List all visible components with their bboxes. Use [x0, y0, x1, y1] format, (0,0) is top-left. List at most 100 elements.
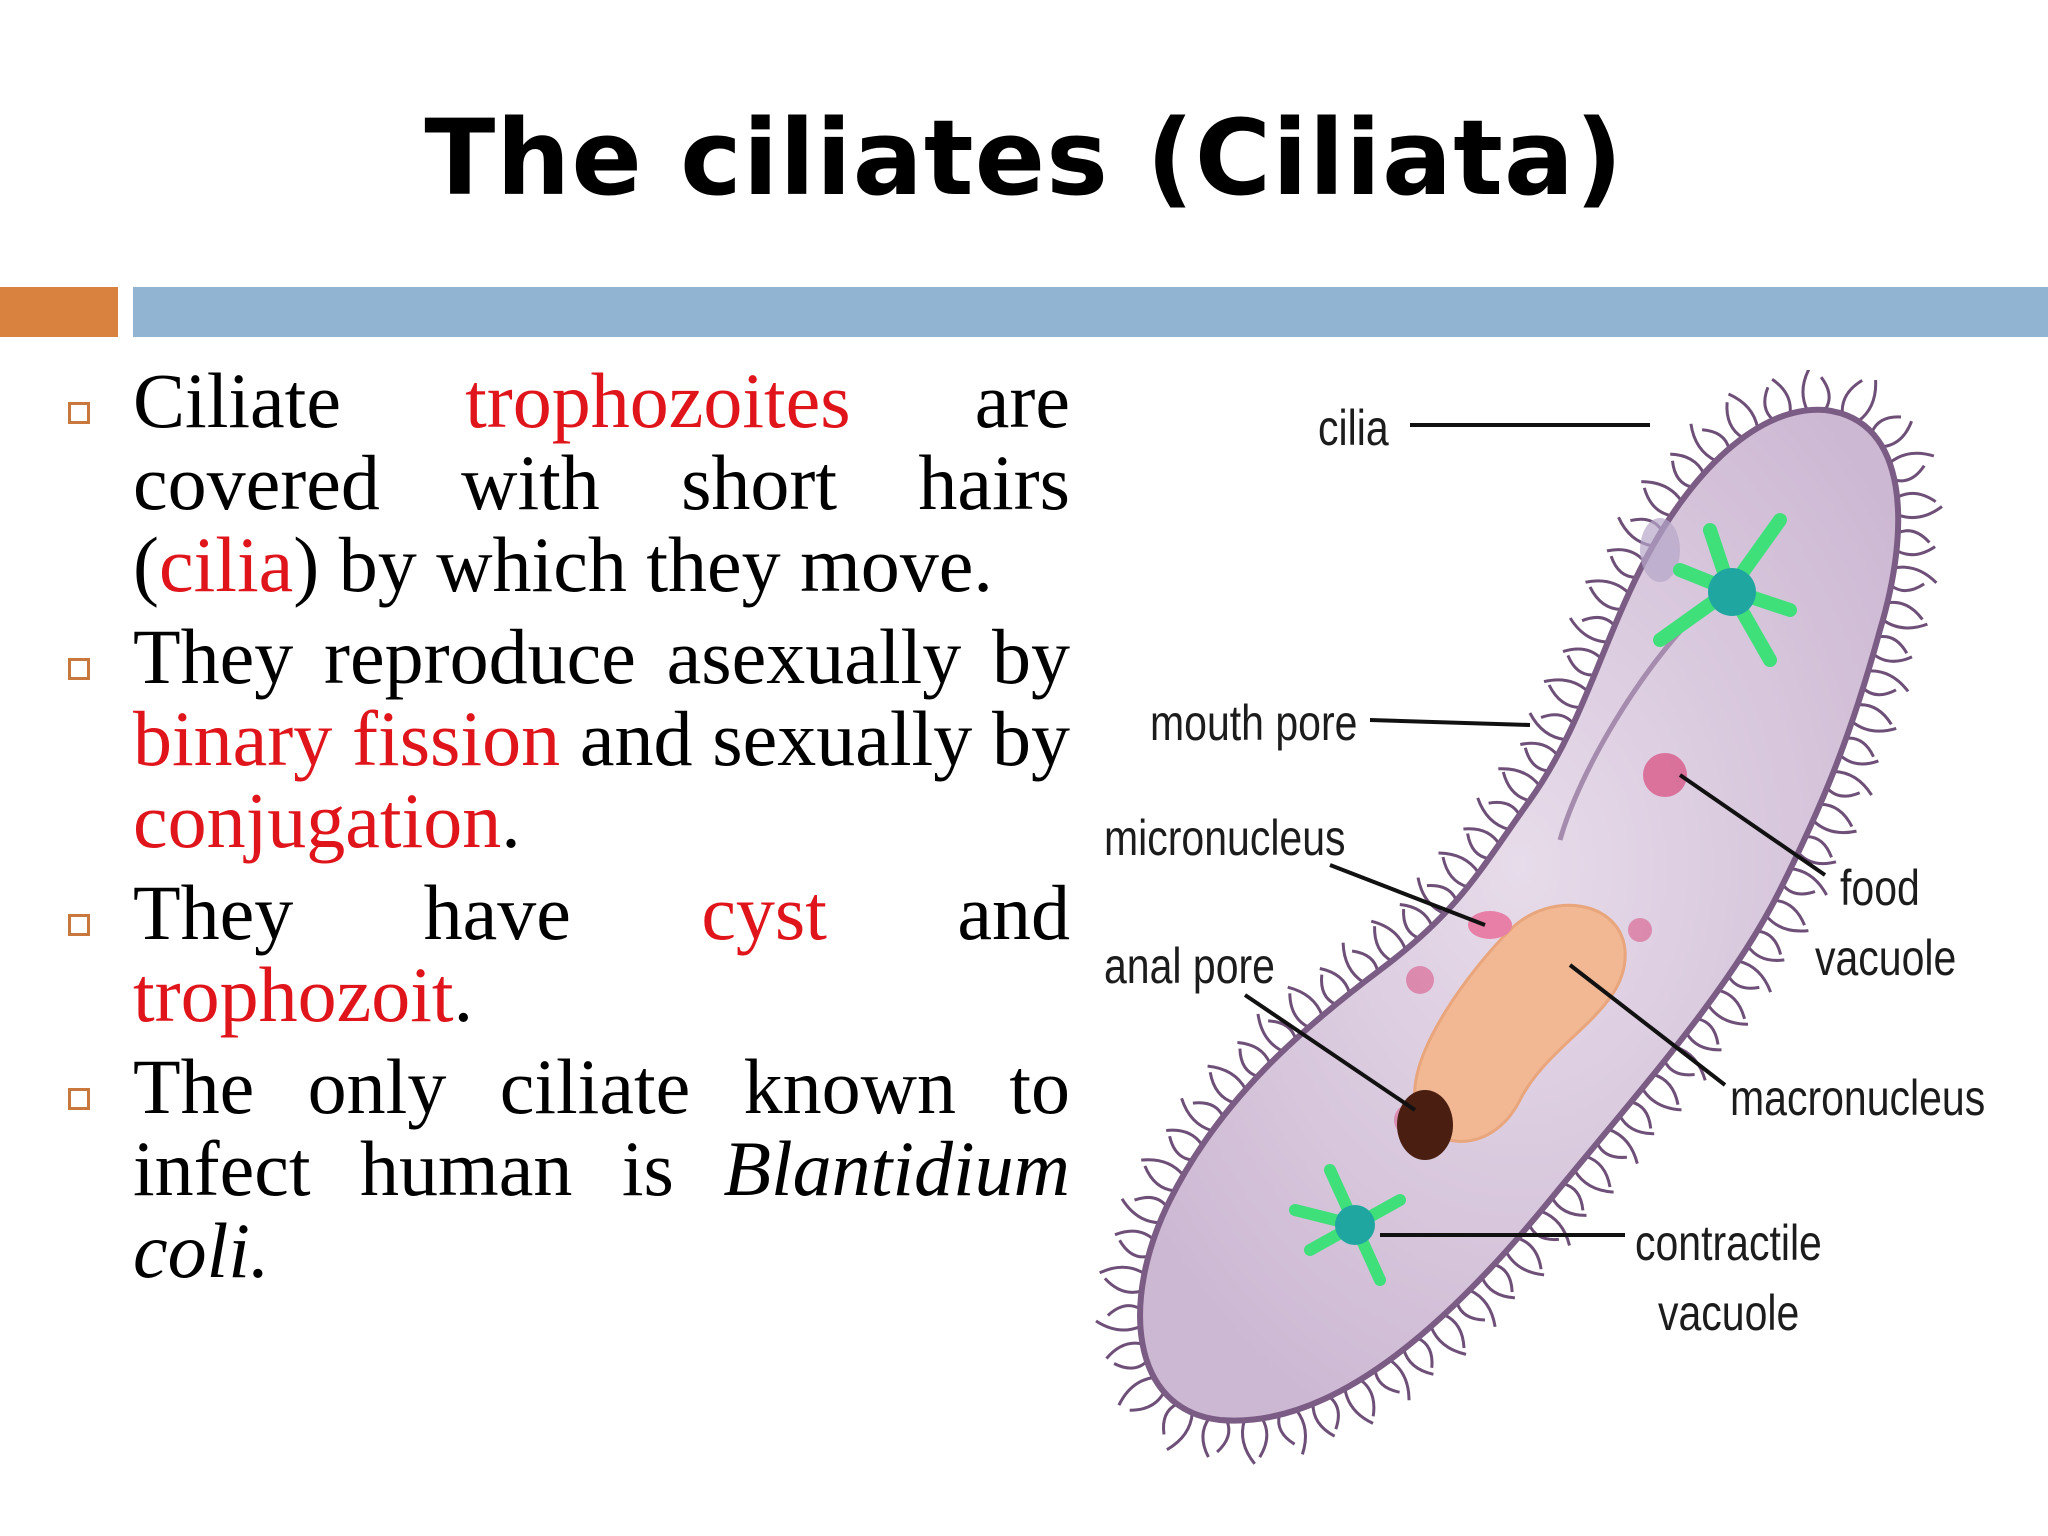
- bullet-text: The only ciliate known to infect human i…: [133, 1043, 1070, 1294]
- cilium-strand: [1129, 1391, 1166, 1412]
- cilium-strand: [1868, 669, 1910, 693]
- bullet-item: They have cyst and trophozoit.: [60, 872, 1070, 1036]
- label-mouth-pore: mouth pore: [1150, 695, 1358, 751]
- cilium-strand: [1180, 1097, 1213, 1133]
- bullet-list: Ciliate trophozoites are covered with sh…: [60, 360, 1070, 1302]
- cilium-strand: [1805, 835, 1833, 858]
- cilium-strand: [1166, 1128, 1204, 1147]
- cilium-strand: [1493, 1263, 1514, 1293]
- cilium-strand: [1388, 1358, 1411, 1401]
- cilium-strand: [1890, 582, 1925, 593]
- cilium-strand: [1238, 1048, 1259, 1078]
- cilium-strand: [1706, 1003, 1749, 1026]
- cilium-strand: [1543, 678, 1589, 693]
- cilium-strand: [1642, 487, 1672, 518]
- food-vacuole: [1406, 966, 1434, 994]
- cilium-strand: [1727, 392, 1760, 429]
- label-anal-pore: anal pore: [1104, 938, 1275, 994]
- cilium-strand: [1618, 1114, 1655, 1136]
- label-micronucleus: micronucleus: [1104, 810, 1346, 866]
- cilium-strand: [1237, 1041, 1272, 1065]
- cilium-strand: [1114, 1229, 1155, 1241]
- cilium-strand: [1319, 967, 1352, 994]
- cilium-strand: [1562, 647, 1603, 660]
- cilium-strand: [1671, 460, 1693, 489]
- square-bullet-icon: [68, 658, 90, 680]
- page-title: The ciliates (Ciliata): [424, 97, 1624, 219]
- cilium-strand: [1630, 1100, 1653, 1129]
- cilium-strand: [1468, 1288, 1497, 1328]
- cilium-strand: [1895, 545, 1936, 557]
- cilium-strand: [1416, 1336, 1434, 1368]
- cilium-strand: [1311, 1403, 1336, 1438]
- cilium-strand: [1653, 1073, 1680, 1106]
- cilium-strand: [1833, 770, 1873, 796]
- cilium-strand: [1208, 1072, 1235, 1105]
- cilium-strand: [1517, 1236, 1543, 1270]
- cilium-strand: [1641, 1087, 1682, 1112]
- cilium-strand: [1488, 800, 1521, 816]
- cilium-strand: [1106, 1304, 1141, 1317]
- cilium-strand: [1343, 1388, 1374, 1425]
- cilium-strand: [1838, 753, 1879, 766]
- cilium-strand: [1133, 1195, 1168, 1208]
- cilium-strand: [1328, 1395, 1340, 1430]
- bullet-item: They reproduce asexually by binary fissi…: [60, 616, 1070, 862]
- cilium-strand: [1268, 1019, 1298, 1040]
- cilium-strand: [1701, 428, 1731, 450]
- cilium-strand: [1857, 703, 1893, 726]
- cilium-strand: [1399, 903, 1434, 927]
- cilium-strand: [1341, 942, 1365, 984]
- cilium-strand: [1277, 1414, 1296, 1446]
- cilium-strand: [1757, 929, 1783, 955]
- accent-bar-orange: [0, 287, 118, 337]
- cilium-strand: [1607, 1127, 1639, 1164]
- cilium-strand: [1240, 1419, 1256, 1465]
- cilium-strand: [1287, 985, 1324, 1017]
- cilium-strand: [1585, 1155, 1612, 1188]
- cilium-strand: [1143, 1165, 1175, 1193]
- cilium-strand: [1540, 713, 1575, 725]
- square-bullet-icon: [68, 914, 90, 936]
- cilium-strand: [1763, 386, 1775, 422]
- cilium-strand: [1476, 797, 1510, 832]
- cilium-strand: [1877, 634, 1909, 654]
- leader-line-mouth-pore: [1369, 718, 1531, 727]
- cilium-strand: [1120, 1197, 1160, 1225]
- cilium-strand: [1765, 914, 1809, 933]
- cilium-strand: [1897, 529, 1931, 544]
- cilium-strand: [1528, 1224, 1560, 1242]
- cilium-strand: [1288, 993, 1310, 1029]
- cilium-strand: [1812, 819, 1857, 835]
- cilium-strand: [1117, 1375, 1155, 1406]
- cilium-strand: [1887, 600, 1924, 621]
- label-contractile-vacuole-line1: contractile: [1635, 1215, 1822, 1271]
- cilium-strand: [1141, 1158, 1185, 1177]
- cilium-strand: [1825, 786, 1861, 798]
- cilium-strand: [1550, 1196, 1587, 1217]
- cilium-strand: [1896, 491, 1937, 503]
- label-food-vacuole-line2: vacuole: [1815, 930, 1957, 986]
- leader-line-food-vacuole: [1678, 773, 1827, 877]
- cilium-strand: [1168, 1135, 1193, 1162]
- cilium-strand: [1498, 767, 1541, 787]
- star-contractile-vacuole-top: [1653, 513, 1797, 667]
- cilium-strand: [1256, 1013, 1284, 1053]
- cilium-strand: [1882, 420, 1914, 449]
- cilium-strand: [1162, 1402, 1178, 1435]
- cilium-strand: [1118, 1239, 1149, 1259]
- cilium-strand: [1416, 877, 1446, 915]
- cilium-strand: [1216, 1419, 1231, 1454]
- label-cilia: cilia: [1318, 400, 1389, 456]
- cilium-strand: [1113, 1360, 1149, 1370]
- cilium-strand: [1480, 1276, 1516, 1300]
- cilium-strand: [1641, 480, 1683, 503]
- cilium-strand: [1207, 1064, 1248, 1091]
- cilium-strand: [1737, 959, 1773, 993]
- vacuole-small: [1640, 518, 1680, 582]
- cilium-strand: [1797, 851, 1837, 866]
- cilium-strand: [1402, 909, 1420, 940]
- label-contractile-vacuole-line2: vacuole: [1658, 1285, 1800, 1341]
- cilium-strand: [1105, 1341, 1143, 1360]
- macronucleus-shape: [1413, 903, 1627, 1143]
